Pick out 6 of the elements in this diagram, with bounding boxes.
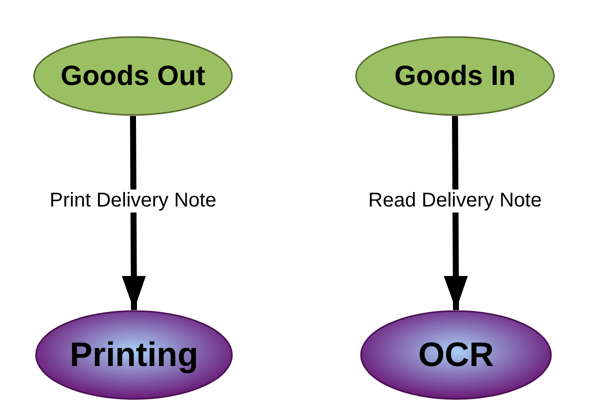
node-label: Goods In <box>394 60 516 92</box>
node-label: Printing <box>70 336 198 374</box>
arrow <box>444 116 468 310</box>
node-label: OCR <box>418 336 494 374</box>
arrow <box>122 116 146 310</box>
node-label: Goods Out <box>60 60 206 92</box>
